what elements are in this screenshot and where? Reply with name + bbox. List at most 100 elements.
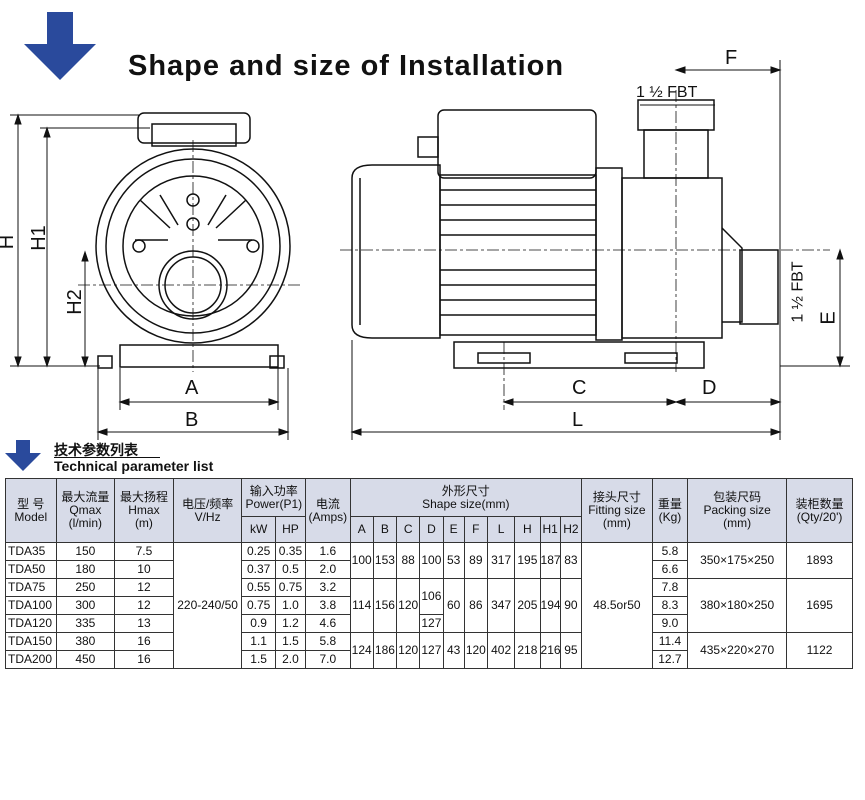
header-dim-h1: H1 bbox=[539, 516, 561, 543]
cell-hmax: 16 bbox=[114, 650, 174, 669]
cell-dim-b: 186 bbox=[372, 632, 398, 669]
cell-dim-e: 53 bbox=[442, 542, 465, 579]
cell-packing: 350×175×250 bbox=[687, 542, 788, 579]
cell-weight: 12.7 bbox=[651, 650, 689, 669]
front-dimensions bbox=[10, 113, 290, 440]
table-row: TDA75 250 12 0.55 0.75 3.2 114 156 120 1… bbox=[5, 578, 853, 633]
dim-label-h2: H2 bbox=[63, 289, 86, 315]
cell-dim-h2: 90 bbox=[559, 578, 583, 633]
cell-qmax: 150 bbox=[55, 542, 116, 561]
cell-qty: 1893 bbox=[786, 542, 853, 579]
cell-qmax: 380 bbox=[55, 632, 116, 651]
cell-fitting: 48.5or50 bbox=[581, 542, 653, 669]
down-arrow-icon bbox=[24, 12, 96, 80]
header-dim-l: L bbox=[486, 516, 516, 543]
table-row: TDA35 150 7.5 220-240/50 0.25 0.35 1.6 1… bbox=[5, 542, 853, 669]
cell-hmax: 13 bbox=[114, 614, 174, 633]
cell-amps: 1.6 bbox=[305, 542, 351, 561]
header-kw: kW bbox=[241, 516, 276, 543]
cell-packing: 380×180×250 bbox=[687, 578, 788, 633]
cell-dim-h: 205 bbox=[514, 578, 541, 633]
fitting-label-top: 1 ½ FBT bbox=[636, 84, 698, 101]
cell-dim-l: 402 bbox=[486, 632, 516, 669]
dim-label-d: D bbox=[702, 377, 717, 399]
cell-hp: 0.35 bbox=[274, 542, 307, 561]
cell-dim-h1: 216 bbox=[539, 632, 561, 669]
header-qty: 装柜数量(Qty/20') bbox=[786, 478, 853, 543]
cell-dim-c: 120 bbox=[396, 632, 421, 669]
cell-weight: 9.0 bbox=[651, 614, 689, 633]
cell-kw: 0.37 bbox=[241, 560, 276, 579]
side-dimensions bbox=[350, 60, 850, 440]
cell-model: TDA120 bbox=[5, 614, 57, 633]
cell-dim-a: 114 bbox=[349, 578, 374, 633]
cell-qmax: 300 bbox=[55, 596, 116, 615]
cell-amps: 5.8 bbox=[305, 632, 351, 651]
section-title-cn: 技术参数列表 bbox=[54, 442, 138, 458]
header-dim-h: H bbox=[514, 516, 541, 543]
cell-hmax: 16 bbox=[114, 632, 174, 651]
cell-qty: 1122 bbox=[786, 632, 853, 669]
cell-model: TDA35 bbox=[5, 542, 57, 561]
cell-model: TDA200 bbox=[5, 650, 57, 669]
dim-label-a: A bbox=[185, 377, 199, 399]
cell-qty: 1695 bbox=[786, 578, 853, 633]
section-title-en: Technical parameter list bbox=[54, 458, 214, 474]
cell-kw: 1.5 bbox=[241, 650, 276, 669]
cell-dim-f: 120 bbox=[463, 632, 488, 669]
cell-dim-c: 88 bbox=[396, 542, 421, 579]
cell-dim-l: 347 bbox=[486, 578, 516, 633]
cell-dim-h2: 95 bbox=[559, 632, 583, 669]
table-row: TDA150 380 16 1.1 1.5 5.8 124 186 120 12… bbox=[5, 632, 853, 669]
cell-dim-e: 60 bbox=[442, 578, 465, 633]
cell-dim-b: 153 bbox=[372, 542, 398, 579]
cell-hp: 1.5 bbox=[274, 632, 307, 651]
header-dim-d: D bbox=[419, 516, 444, 543]
header-dim-a: A bbox=[349, 516, 374, 543]
section-underline bbox=[54, 457, 160, 458]
cell-amps: 3.8 bbox=[305, 596, 351, 615]
header-dim-f: F bbox=[463, 516, 488, 543]
dim-label-f: F bbox=[725, 47, 738, 69]
cell-kw: 0.55 bbox=[241, 578, 276, 597]
header-hp: HP bbox=[274, 516, 307, 543]
header-dim-b: B bbox=[372, 516, 398, 543]
dim-label-h1: H1 bbox=[27, 225, 50, 251]
cell-model: TDA50 bbox=[5, 560, 57, 579]
cell-amps: 7.0 bbox=[305, 650, 351, 669]
header-dim-c: C bbox=[396, 516, 421, 543]
cell-hp: 0.75 bbox=[274, 578, 307, 597]
page-title: Shape and size of Installation bbox=[128, 50, 565, 82]
cell-amps: 2.0 bbox=[305, 560, 351, 579]
cell-kw: 0.25 bbox=[241, 542, 276, 561]
header-weight: 重量(Kg) bbox=[651, 478, 689, 543]
table-row: TDA120 335 13 0.9 1.2 4.6 127 9.0 bbox=[5, 614, 853, 633]
cell-qmax: 335 bbox=[55, 614, 116, 633]
cell-model: TDA75 bbox=[5, 578, 57, 597]
cell-hmax: 12 bbox=[114, 596, 174, 615]
cell-dim-d: 127 bbox=[419, 632, 444, 669]
cell-weight: 7.8 bbox=[651, 578, 689, 597]
cell-voltage: 220-240/50 bbox=[172, 542, 243, 669]
cell-dim-h: 195 bbox=[514, 542, 541, 579]
cell-dim-e: 43 bbox=[442, 632, 465, 669]
cell-dim-h: 218 bbox=[514, 632, 541, 669]
header-current: 电流(Amps) bbox=[305, 478, 351, 543]
cell-weight: 11.4 bbox=[651, 632, 689, 651]
cell-model: TDA150 bbox=[5, 632, 57, 651]
table-row: TDA200 450 16 1.5 2.0 7.0 12.7 bbox=[5, 650, 853, 669]
cell-dim-c: 120 bbox=[396, 578, 421, 633]
cell-kw: 0.9 bbox=[241, 614, 276, 633]
cell-hp: 1.0 bbox=[274, 596, 307, 615]
cell-dim-h1: 194 bbox=[539, 578, 561, 633]
